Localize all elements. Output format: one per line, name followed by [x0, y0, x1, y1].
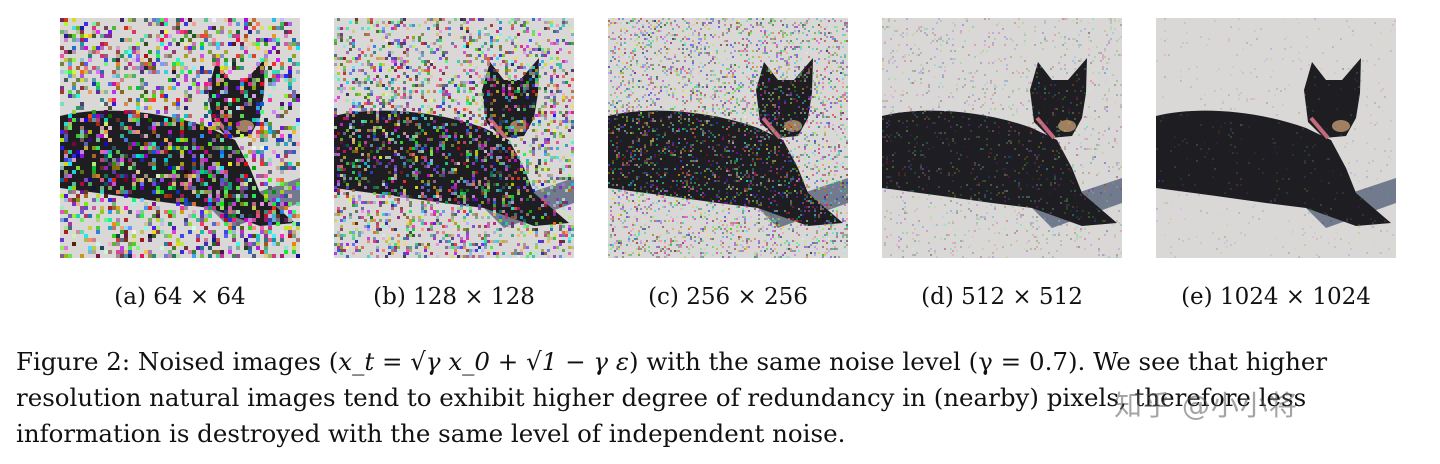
caption-line-2: resolution natural images tend to exhibi…	[16, 383, 1307, 412]
caption-prefix: Figure 2: Noised images (	[16, 347, 339, 376]
dog-image-c	[608, 18, 848, 258]
caption-line-3: information is destroyed with the same l…	[16, 419, 846, 448]
panel-c: (c) 256 × 256	[608, 18, 848, 310]
caption-formula: x_t = √γ x_0 + √1 − γ ε	[338, 347, 629, 376]
dog-image-e	[1156, 18, 1396, 258]
dog-image-b	[334, 18, 574, 258]
noised-image-b	[334, 18, 574, 258]
caption-line-1: Figure 2: Noised images (x_t = √γ x_0 + …	[16, 344, 1430, 380]
noised-image-d	[882, 18, 1122, 258]
panel-caption-e: (e) 1024 × 1024	[1181, 284, 1371, 310]
panel-caption-a: (a) 64 × 64	[114, 284, 246, 310]
dog-image-d	[882, 18, 1122, 258]
zhihu-watermark: 知乎 @小小将	[1114, 389, 1298, 422]
dog-image-a	[60, 18, 300, 258]
noised-image-e	[1156, 18, 1396, 258]
panel-e: (e) 1024 × 1024	[1156, 18, 1396, 310]
noised-image-a	[60, 18, 300, 258]
panel-a: (a) 64 × 64	[60, 18, 300, 310]
noised-image-c	[608, 18, 848, 258]
figure-caption: Figure 2: Noised images (x_t = √γ x_0 + …	[16, 344, 1430, 452]
caption-suffix: ) with the same noise level (γ = 0.7). W…	[628, 347, 1328, 376]
panel-d: (d) 512 × 512	[882, 18, 1122, 310]
panel-caption-c: (c) 256 × 256	[648, 284, 808, 310]
panel-caption-d: (d) 512 × 512	[921, 284, 1083, 310]
panel-b: (b) 128 × 128	[334, 18, 574, 310]
panel-caption-b: (b) 128 × 128	[373, 284, 535, 310]
